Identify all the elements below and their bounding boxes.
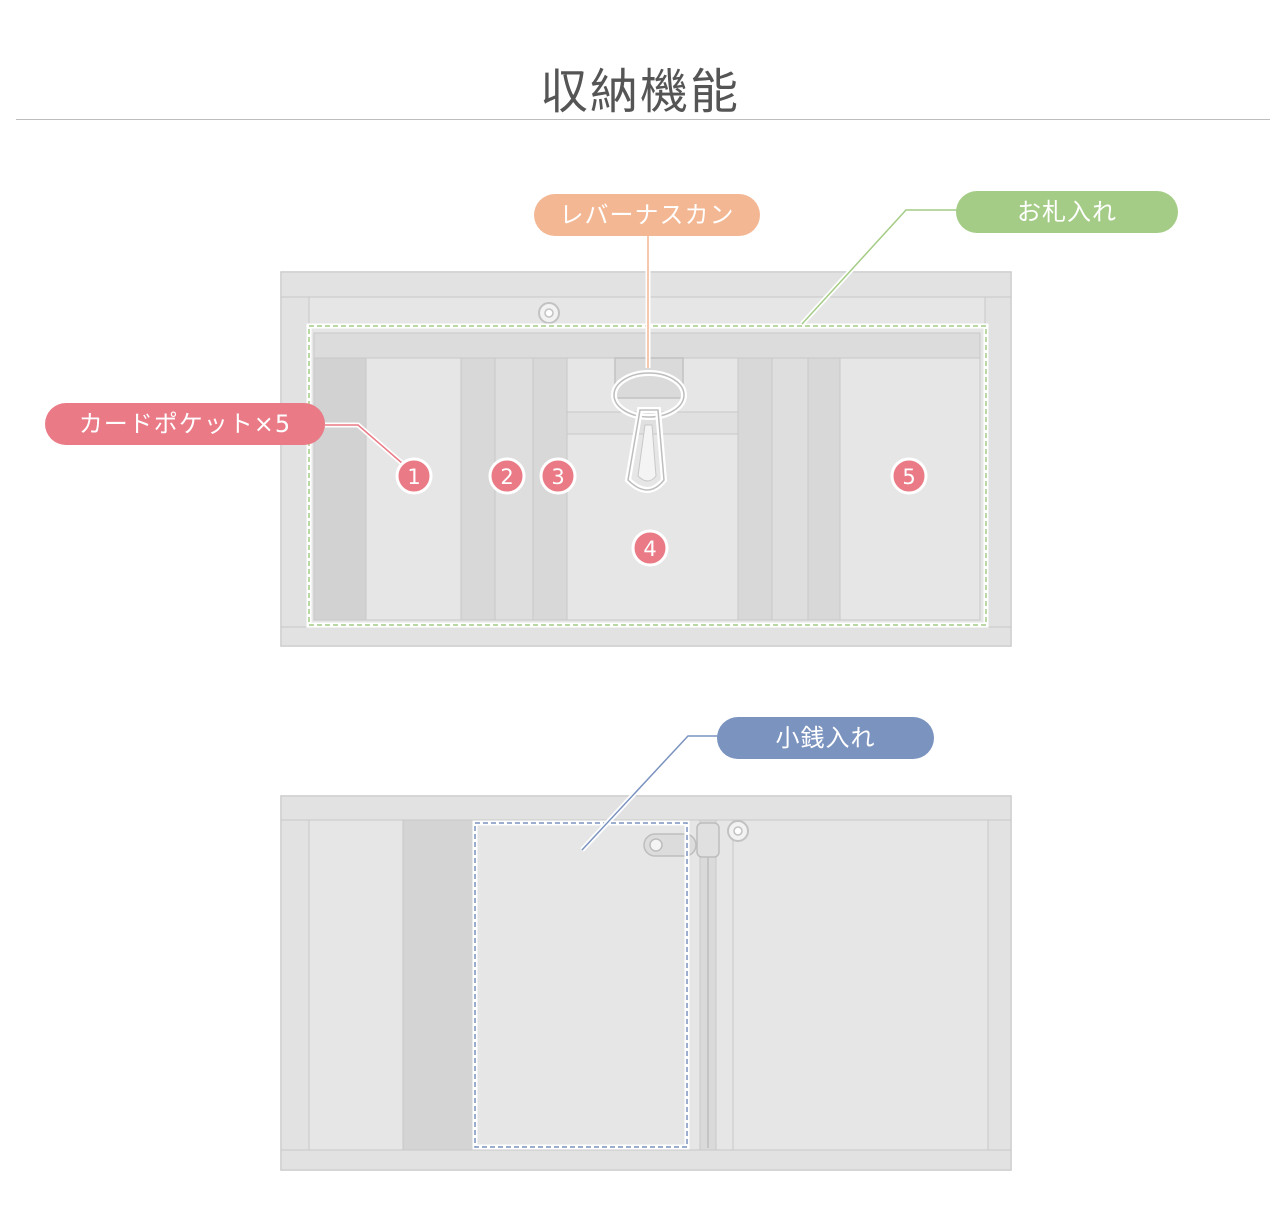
title-divider xyxy=(16,119,1270,120)
svg-text:3: 3 xyxy=(551,465,564,489)
pocket-marker-1: 1 xyxy=(395,457,433,495)
svg-text:4: 4 xyxy=(643,537,656,561)
coin-purse-label: 小銭入れ xyxy=(717,717,934,759)
wallet-outer-view xyxy=(280,795,1012,1171)
card-pocket-label: カードポケット×5 xyxy=(45,403,325,445)
svg-text:1: 1 xyxy=(407,465,420,489)
svg-text:5: 5 xyxy=(902,465,915,489)
bill-pocket-label: お札入れ xyxy=(956,191,1178,233)
svg-text:2: 2 xyxy=(500,465,513,489)
pocket-marker-4: 4 xyxy=(631,529,669,567)
pocket-marker-2: 2 xyxy=(488,457,526,495)
page-title: 収納機能 xyxy=(539,64,740,120)
pocket-marker-5: 5 xyxy=(890,457,928,495)
zipper-pull-icon xyxy=(643,822,720,858)
pocket-marker-3: 3 xyxy=(539,457,577,495)
lever-clasp-label: レバーナスカン xyxy=(534,194,760,236)
